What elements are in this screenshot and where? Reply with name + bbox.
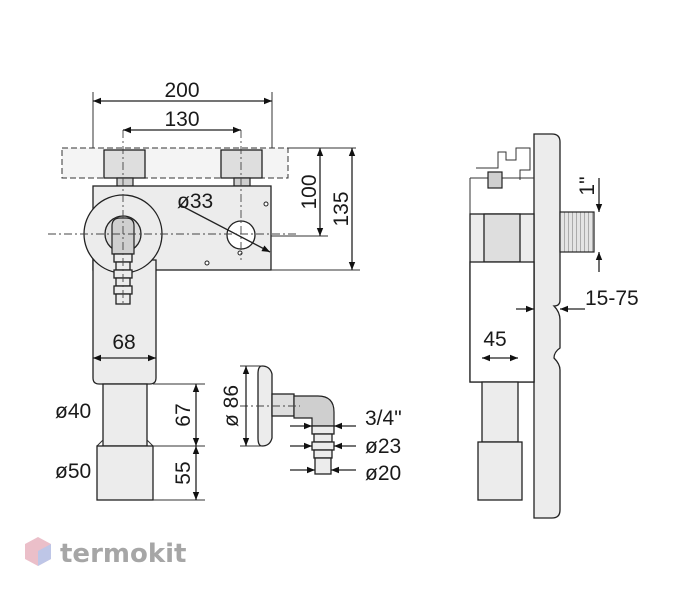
nut-right [233,177,251,187]
dim-15-75-label: 15-75 [585,287,639,310]
dim-d40-label: ø40 [55,400,91,423]
side-pipe-40 [481,381,519,443]
logo-hexagon-shade-icon [38,544,51,566]
side-housing-inner [483,213,521,263]
siphon-housing [92,240,157,385]
detail-hose-nozzle [311,425,335,475]
termokit-logo: termokit [25,537,186,569]
wall-panel [533,133,561,519]
dim-d20-label: ø20 [365,462,401,485]
plate-hole [204,260,210,266]
bracket-nut [487,171,503,189]
dim-d86-label: ø 86 [220,385,243,427]
side-view: 1" 15-75 45 [469,133,639,519]
detail-elbow [293,395,335,427]
front-view: 200 130 100 135 ø33 68 ø40 ø50 67 55 [48,79,360,501]
dim-200-label: 200 [164,79,199,102]
dim-3-4-label: 3/4" [365,407,402,430]
nut-left [116,177,134,187]
siphon-elbow [111,217,135,255]
outlet-pipe-transition [96,439,154,447]
dim-d50-label: ø50 [55,460,91,483]
dim-100-label: 100 [298,174,321,209]
dim-1-inch-label: 1" [576,176,599,195]
dim-67-label: 67 [172,403,195,426]
dim-68-label: 68 [112,331,135,354]
dim-135-label: 135 [330,191,353,226]
threaded-connector [559,211,595,253]
dim-55-label: 55 [172,461,195,484]
inlet-cap-right [220,149,263,179]
side-housing-lower [469,261,535,383]
side-pipe-50 [477,441,523,501]
dim-130-label: 130 [164,108,199,131]
plate-hole [263,201,269,207]
dim-45-label: 45 [483,328,506,351]
detail-view: ø 86 3/4" ø23 ø20 [220,365,402,485]
outlet-pipe-40 [102,383,148,447]
dim-d23-label: ø23 [365,435,401,458]
outlet-pipe-50 [96,445,154,501]
watermark-text: termokit [60,539,186,569]
dim-d33-label: ø33 [177,190,213,213]
inlet-cap-left [103,149,146,179]
cover-collar [271,393,295,417]
